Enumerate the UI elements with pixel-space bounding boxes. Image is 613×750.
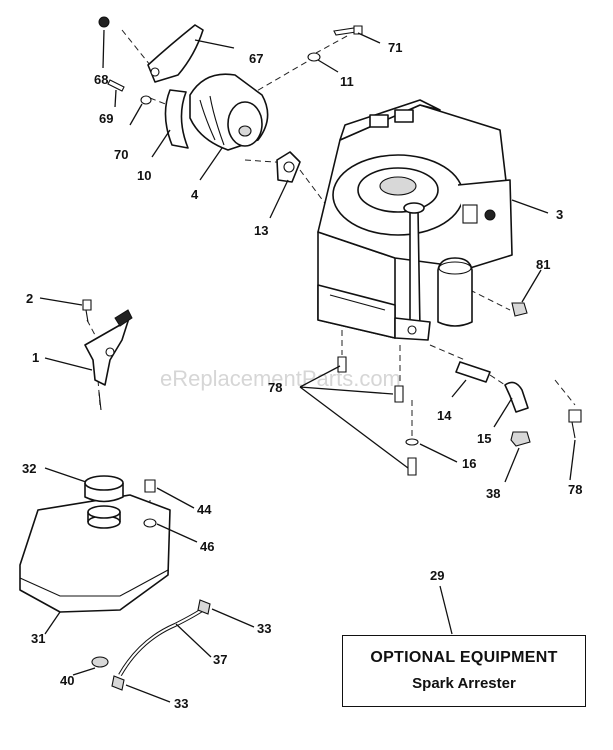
callout-16: 16 [462, 456, 476, 471]
callout-1: 1 [32, 350, 39, 365]
callout-67: 67 [249, 51, 263, 66]
optional-equipment-title: OPTIONAL EQUIPMENT [370, 649, 558, 666]
engine-3 [317, 99, 513, 341]
fuel-cap-32 [84, 475, 124, 503]
bolt-2 [82, 299, 92, 323]
control-bracket-1 [84, 309, 133, 411]
muffler-clamp-10 [164, 89, 189, 149]
callout-14: 14 [437, 408, 452, 423]
callout-38: 38 [486, 486, 500, 501]
muffler-heat-shield-67 [147, 24, 204, 83]
callout-70: 70 [114, 147, 128, 162]
callout-78-left: 78 [268, 380, 282, 395]
callout-11: 11 [340, 74, 354, 89]
gasket-13 [276, 151, 301, 183]
fuel-line-37 [111, 599, 211, 691]
tank-hardware [91, 479, 157, 668]
callout-71: 71 [388, 40, 402, 55]
callout-15: 15 [477, 431, 491, 446]
spark-arrester-label: Spark Arrester [412, 675, 516, 692]
callout-44: 44 [197, 502, 212, 517]
callout-10: 10 [137, 168, 151, 183]
fuel-tank-31 [19, 494, 171, 613]
callout-68: 68 [94, 72, 108, 87]
callout-69: 69 [99, 111, 113, 126]
callout-46: 46 [200, 539, 214, 554]
leader-lines [39, 29, 576, 703]
callout-labels: 67 68 71 11 69 70 10 4 13 3 81 2 1 78 14… [22, 40, 582, 711]
watermark-text: eReplacementParts.com [160, 366, 401, 391]
callout-32: 32 [22, 461, 36, 476]
callout-3: 3 [556, 207, 563, 222]
callout-37: 37 [213, 652, 227, 667]
callout-31: 31 [31, 631, 45, 646]
hardware-small [98, 16, 363, 105]
muffler-4 [189, 73, 269, 151]
callout-78-right: 78 [568, 482, 582, 497]
fittings [337, 302, 582, 476]
callout-81: 81 [536, 257, 550, 272]
callout-29: 29 [430, 568, 444, 583]
callout-2: 2 [26, 291, 33, 306]
callout-13: 13 [254, 223, 268, 238]
optional-equipment-box: OPTIONAL EQUIPMENT Spark Arrester [342, 635, 586, 707]
callout-33-top: 33 [257, 621, 271, 636]
callout-40: 40 [60, 673, 74, 688]
callout-4: 4 [191, 187, 199, 202]
callout-33-bottom: 33 [174, 696, 188, 711]
